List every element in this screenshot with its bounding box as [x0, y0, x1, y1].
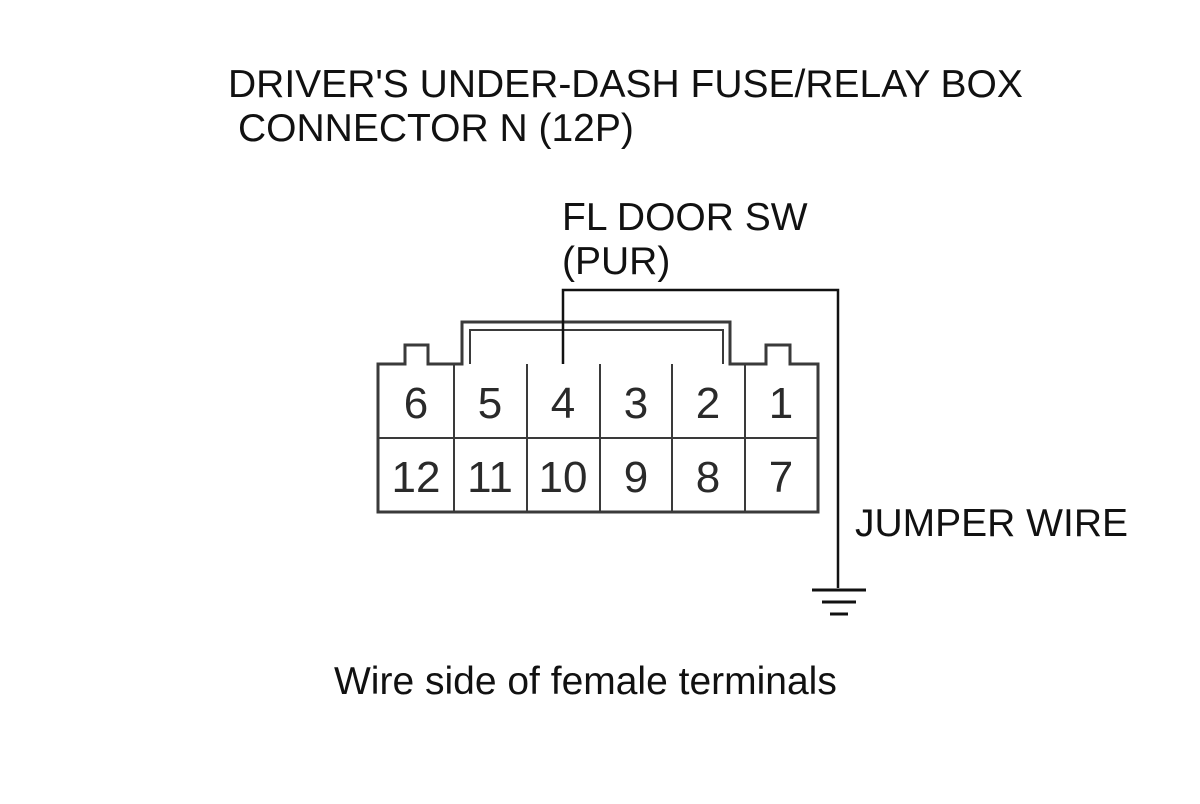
jumper-wire-line: [561, 288, 840, 588]
diagram-title-line-2: CONNECTOR N (12P): [238, 107, 634, 150]
ground-symbol-icon: [812, 588, 866, 616]
diagram-caption: Wire side of female terminals: [334, 660, 837, 703]
jumper-wire-label: JUMPER WIRE: [855, 502, 1128, 545]
pin-label: 7: [769, 453, 793, 502]
wire-label-color: (PUR): [562, 240, 671, 283]
connector-housing: [376, 320, 820, 514]
pin-label: 12: [392, 453, 441, 502]
pin-label: 9: [624, 453, 648, 502]
pin-label: 1: [769, 379, 793, 428]
pin-label: 8: [696, 453, 720, 502]
connector-lock-tab: [469, 329, 724, 364]
pin-label: 4: [551, 379, 575, 428]
wire-label-circuit: FL DOOR SW: [562, 196, 808, 239]
pin-label: 10: [539, 453, 588, 502]
pin-label: 3: [624, 379, 648, 428]
pin-label: 5: [478, 379, 502, 428]
connector-grid: [378, 364, 818, 512]
diagram-title-line-1: DRIVER'S UNDER-DASH FUSE/RELAY BOX: [228, 63, 1023, 106]
pin-label: 2: [696, 379, 720, 428]
pin-label: 11: [467, 453, 513, 502]
pin-label: 6: [404, 379, 428, 428]
